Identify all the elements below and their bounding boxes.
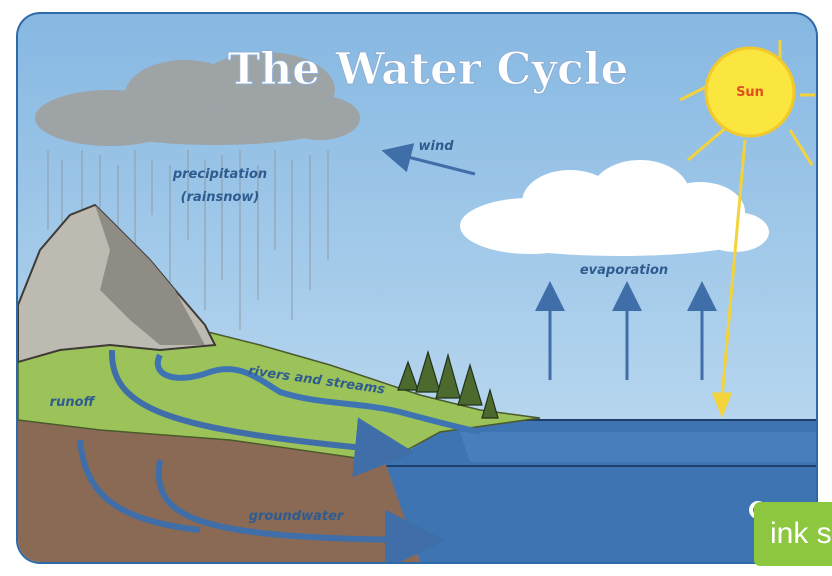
mountain-shadow	[95, 205, 205, 345]
rain-streaks	[47, 150, 329, 330]
runoff-arrow	[108, 349, 415, 478]
rain-cloud	[35, 52, 360, 146]
wind-label: wind	[418, 139, 454, 154]
river	[155, 353, 481, 435]
precipitation-label: precipitation	[172, 167, 267, 182]
groundwater-arrow-1	[77, 439, 201, 533]
white-cloud	[460, 160, 769, 256]
precipitation-sublabel: (rainsnow)	[181, 190, 260, 205]
soil	[18, 420, 420, 562]
sun	[704, 46, 796, 138]
groundwater-label: groundwater	[249, 509, 345, 524]
trees	[397, 349, 499, 419]
groundwater-arrow-2	[155, 459, 445, 562]
sea-surface	[460, 432, 816, 462]
ink-badge[interactable]: ink s	[754, 502, 832, 566]
runoff-label: runoff	[50, 395, 96, 410]
evaporation-label: evaporation	[580, 263, 668, 278]
sun-label: Sun	[736, 85, 764, 100]
diagram-title: The Water Cycle	[227, 44, 628, 95]
wind-arrow	[381, 143, 476, 176]
